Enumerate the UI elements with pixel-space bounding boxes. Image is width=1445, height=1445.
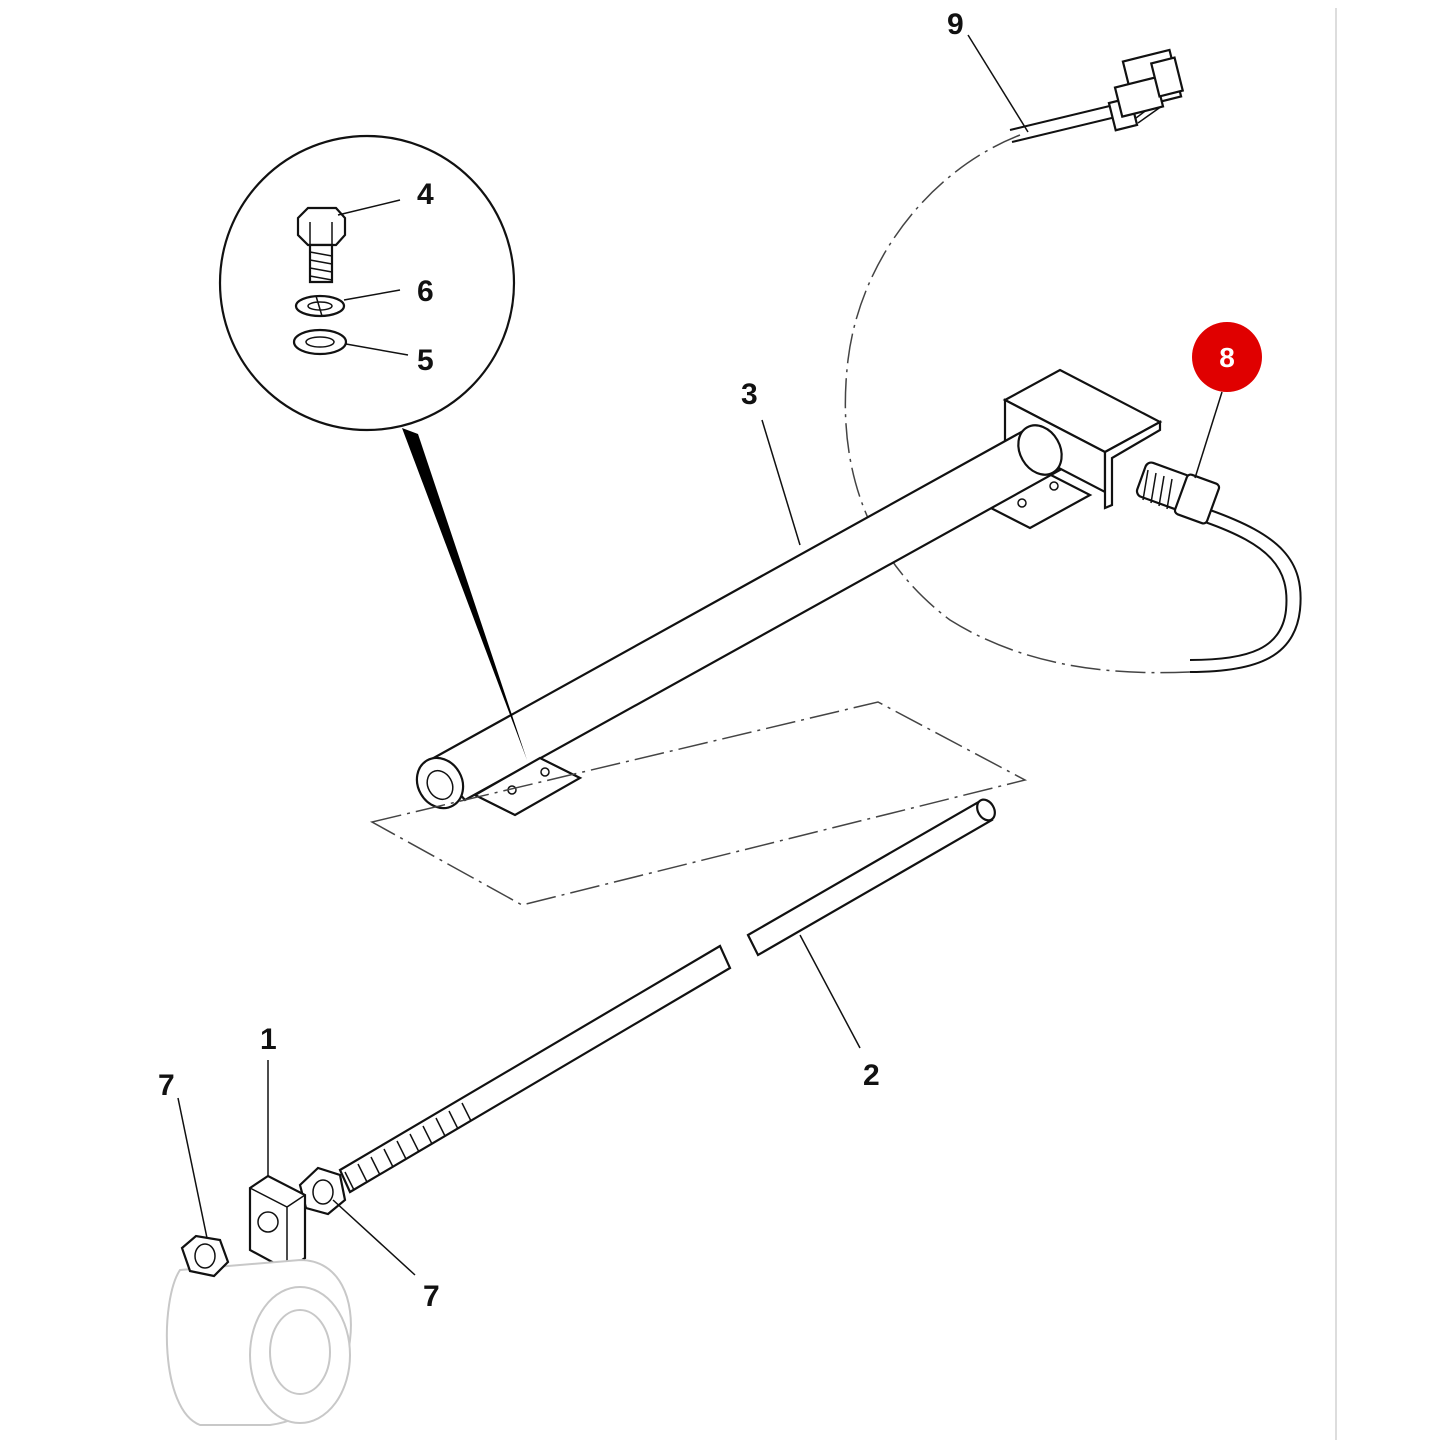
callout-3: 3 — [741, 378, 758, 411]
wire-harness-part-9 — [844, 48, 1191, 674]
callout-2: 2 — [863, 1059, 880, 1092]
callout-7-right: 7 — [423, 1280, 440, 1313]
callout-9: 9 — [947, 8, 964, 41]
nut-part-7-left — [180, 1234, 230, 1278]
callout-7-left: 7 — [158, 1069, 175, 1102]
block-part-1 — [248, 1174, 307, 1272]
leader-lines — [177, 34, 1223, 1276]
mounting-outline — [369, 701, 1028, 906]
callout-6: 6 — [417, 275, 434, 308]
callout-8-highlight — [1192, 322, 1262, 392]
roller-ghost — [165, 1258, 352, 1426]
callout-8: 8 — [1219, 342, 1235, 373]
callout-1: 1 — [260, 1023, 277, 1056]
callout-4: 4 — [417, 178, 434, 211]
callout-5: 5 — [417, 344, 434, 377]
threaded-rod-part-2 — [298, 798, 996, 1216]
tube-assembly-part-3 — [415, 368, 1163, 817]
detail-magnifier — [218, 134, 527, 760]
sensor-part-8 — [1135, 461, 1302, 673]
